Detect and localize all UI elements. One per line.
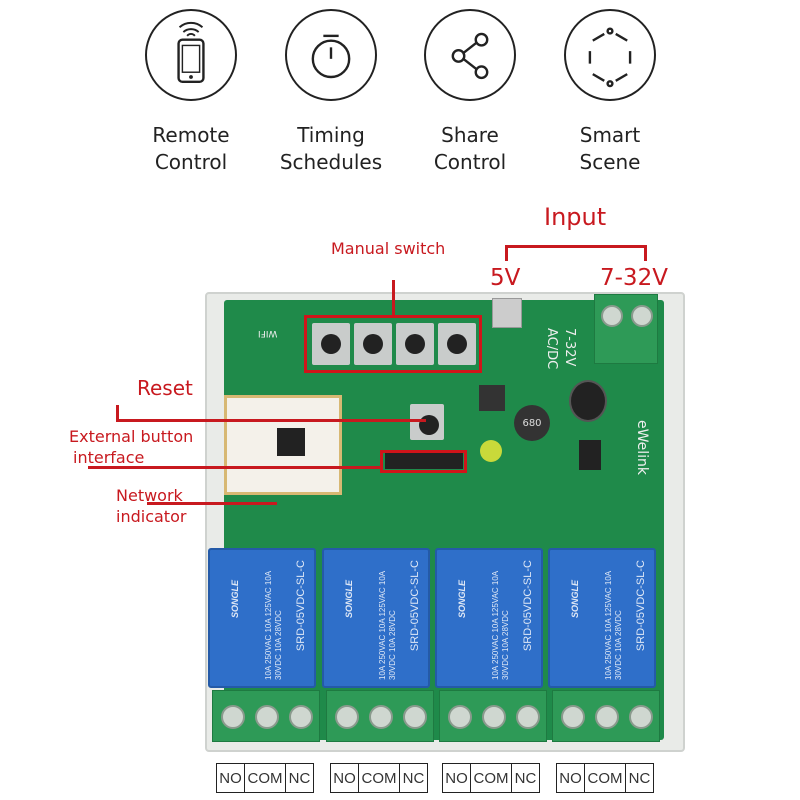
- relay-terminal-1: [212, 690, 320, 742]
- micro-usb-port[interactable]: [492, 298, 522, 328]
- capacitor-small: [480, 440, 502, 462]
- relay-ratings: 10A 250VAC 10A 125VAC 10A 30VDC 10A 28VD…: [604, 571, 623, 680]
- relay-terminal-3: [439, 690, 547, 742]
- reset-button[interactable]: [410, 404, 444, 440]
- relay-3: SONGLE 10A 250VAC 10A 125VAC 10A 30VDC 10…: [435, 548, 543, 688]
- regulator: [479, 385, 505, 411]
- relay-brand: SONGLE: [570, 580, 580, 619]
- relay-model: SRD-05VDC-SL-C: [522, 560, 534, 652]
- relay-model: SRD-05VDC-SL-C: [635, 560, 647, 652]
- manual-switch-label: Manual switch: [331, 239, 446, 258]
- relay-1: SONGLE 10A 250VAC 10A 125VAC 10A 30VDC 10…: [208, 548, 316, 688]
- wifi-module: [224, 395, 342, 495]
- relay-2: SONGLE 10A 250VAC 10A 125VAC 10A 30VDC 10…: [322, 548, 430, 688]
- wifi-label: WIFI: [258, 328, 278, 338]
- capacitor: [569, 380, 607, 422]
- brand-label: eWelink: [634, 420, 650, 476]
- timer-icon: [285, 9, 377, 101]
- remote-control-icon: [145, 9, 237, 101]
- 5v-label: 5V: [490, 265, 521, 291]
- relay-brand: SONGLE: [230, 580, 240, 619]
- relay-ratings: 10A 250VAC 10A 125VAC 10A 30VDC 10A 28VD…: [264, 571, 283, 680]
- manual-switch-1[interactable]: [312, 323, 350, 365]
- range-label: 7-32V: [562, 328, 577, 367]
- manual-switch-2[interactable]: [354, 323, 392, 365]
- share-icon: [424, 9, 516, 101]
- 7-32v-label: 7-32V: [600, 265, 668, 291]
- input-terminal-block: [594, 294, 658, 364]
- relay-brand: SONGLE: [457, 580, 467, 619]
- manual-switch-4[interactable]: [438, 323, 476, 365]
- relay-4: SONGLE 10A 250VAC 10A 125VAC 10A 30VDC 10…: [548, 548, 656, 688]
- external-button-highlight: [380, 450, 467, 473]
- manual-switch-highlight: [304, 315, 482, 373]
- relay-model: SRD-05VDC-SL-C: [295, 560, 307, 652]
- relay-model: SRD-05VDC-SL-C: [409, 560, 421, 652]
- relay-terminal-4: [552, 690, 660, 742]
- relay-ratings: 10A 250VAC 10A 125VAC 10A 30VDC 10A 28VD…: [491, 571, 510, 680]
- inductor: 680: [514, 405, 550, 441]
- manual-switch-3[interactable]: [396, 323, 434, 365]
- smart-scene-icon: [564, 9, 656, 101]
- acdc-label: AC/DC: [544, 328, 559, 370]
- relay-terminal-2: [326, 690, 434, 742]
- relay-ratings: 10A 250VAC 10A 125VAC 10A 30VDC 10A 28VD…: [378, 571, 397, 680]
- reset-label: Reset: [137, 376, 193, 400]
- relay-brand: SONGLE: [344, 580, 354, 619]
- external-button-header: [385, 453, 463, 469]
- ic-chip: [579, 440, 601, 470]
- input-label: Input: [544, 203, 607, 231]
